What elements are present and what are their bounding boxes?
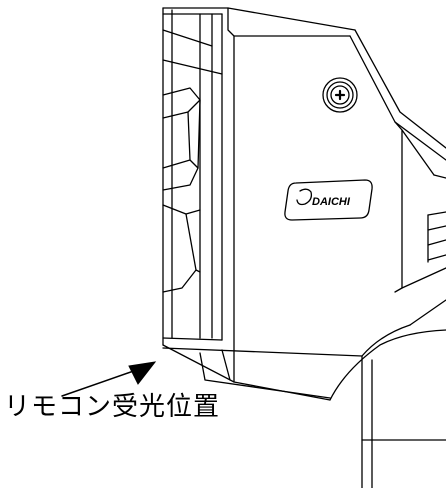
brand-badge [284, 179, 373, 221]
brand-logo-text: DAICHI [312, 196, 351, 208]
device-front-face [227, 7, 446, 383]
arrowhead [128, 361, 157, 385]
faceted-detail [162, 87, 201, 293]
housing-top-edge [162, 7, 356, 31]
side-vents [427, 211, 446, 263]
remote-sensor-label: リモコン受光位置 [4, 392, 221, 422]
screw [322, 77, 358, 113]
device-base [162, 299, 446, 489]
sensor-panel [162, 7, 223, 346]
